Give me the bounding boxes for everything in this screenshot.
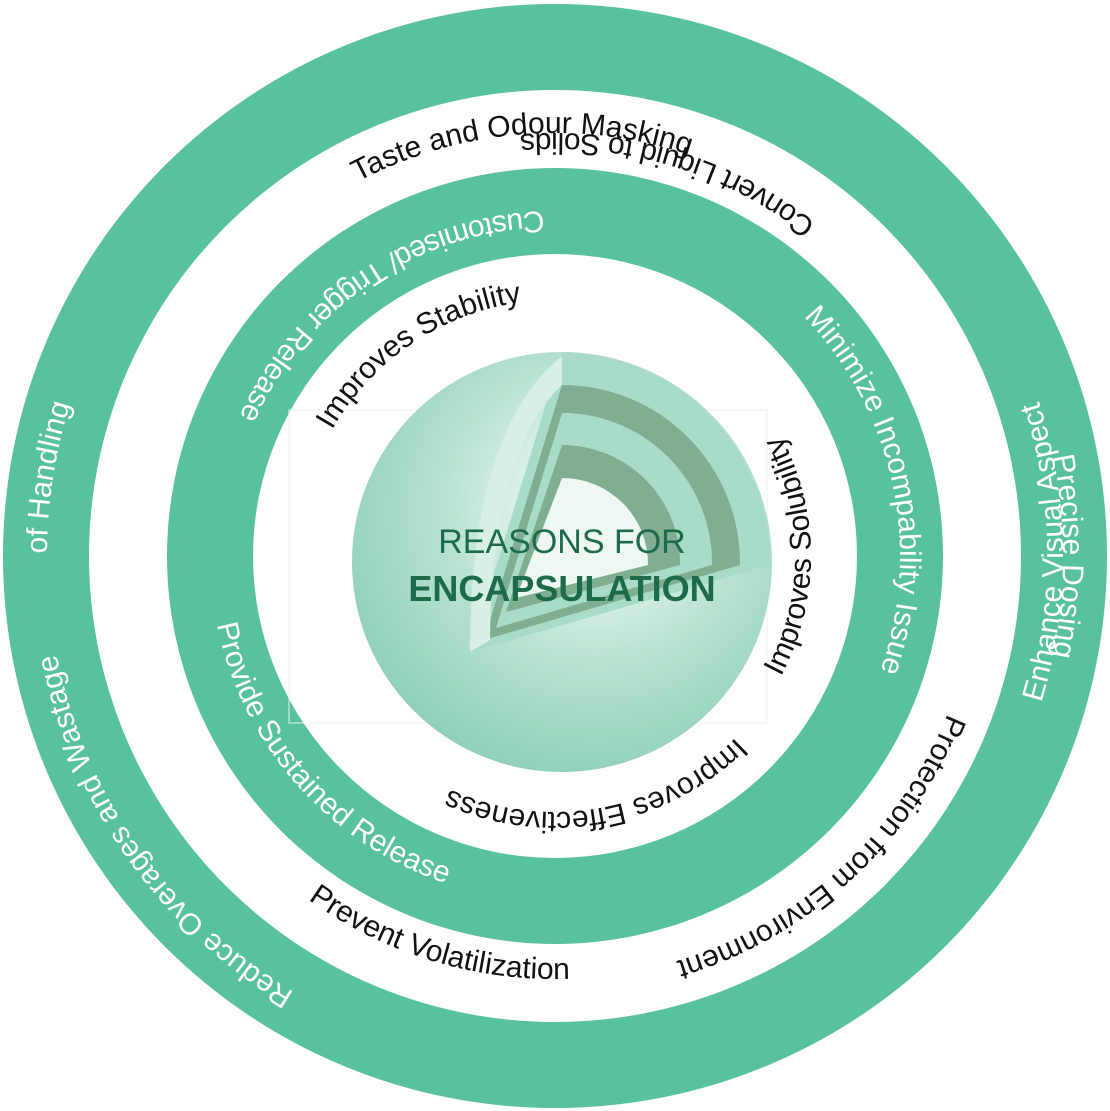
center-title-line2: ENCAPSULATION [408,568,715,609]
core-inner-glow [516,478,649,598]
center-title-line1: REASONS FOR [438,523,685,561]
core-left-highlight [470,356,562,652]
core-sphere [288,352,772,772]
